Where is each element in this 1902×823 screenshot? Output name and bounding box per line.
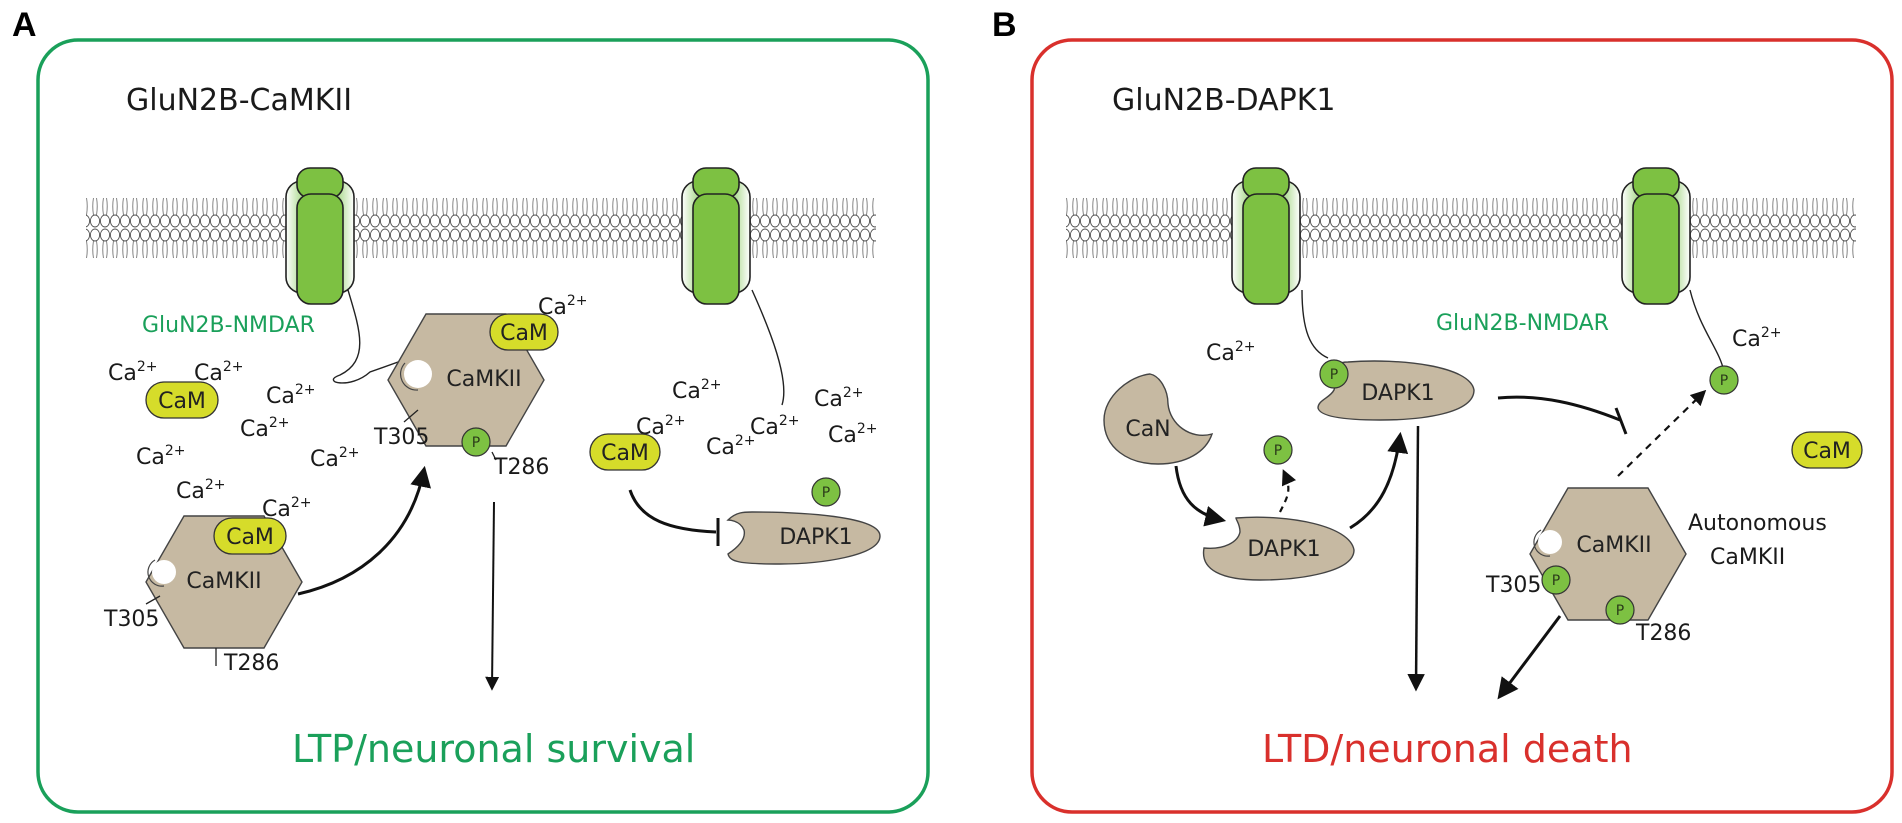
dephospho-arrow xyxy=(1279,469,1297,513)
activation-arrow-a1 xyxy=(297,465,431,596)
dapk1-free-b: DAPK1 xyxy=(1202,516,1355,581)
outcome-label-a: LTP/neuronal survival xyxy=(292,727,695,771)
panel-b: B GluN2B-DAPK1 GluN2B-NMDAR Ca2+ Ca2+ Ca… xyxy=(992,6,1894,814)
svg-text:CaM: CaM xyxy=(601,441,649,466)
svg-text:Ca2+: Ca2+ xyxy=(266,382,315,409)
svg-text:CaM: CaM xyxy=(500,321,548,346)
svg-text:DAPK1: DAPK1 xyxy=(779,525,852,550)
phospho-dapk1-bound-b: P xyxy=(1319,359,1349,389)
nmdar-receptor-b2 xyxy=(1621,167,1691,305)
svg-text:CaMKII: CaMKII xyxy=(1576,533,1651,558)
dapk1-inhibited-a: DAPK1 xyxy=(726,511,881,565)
panel-a-title: GluN2B-CaMKII xyxy=(126,83,352,118)
svg-text:DAPK1: DAPK1 xyxy=(1361,381,1434,406)
svg-text:CaMKII: CaMKII xyxy=(446,367,521,392)
nmdar-receptor-a2 xyxy=(681,167,751,305)
autonomous-label-line1: Autonomous xyxy=(1688,511,1827,536)
svg-text:Ca2+: Ca2+ xyxy=(538,293,587,320)
svg-text:Ca2+: Ca2+ xyxy=(1206,339,1255,366)
camkii-active-a: CaMKII xyxy=(387,313,545,447)
svg-text:P: P xyxy=(472,435,480,451)
phospho-released-b: P xyxy=(1263,435,1293,465)
panel-b-frame xyxy=(1030,38,1894,814)
outcome-label-b: LTD/neuronal death xyxy=(1262,727,1633,771)
inhibition-line-a xyxy=(628,489,717,534)
autonomous-label-line2: CaMKII xyxy=(1710,545,1785,570)
calmodulin-on-camkii-a2: CaM xyxy=(213,517,287,555)
calmodulin-free-a: CaM xyxy=(145,381,219,419)
phospho-t286-a1: P xyxy=(461,427,491,457)
svg-text:CaM: CaM xyxy=(1803,439,1851,464)
camkii-inactive-a: CaMKII xyxy=(145,515,303,649)
svg-text:Ca2+: Ca2+ xyxy=(194,359,243,386)
calcineurin: CaN xyxy=(1103,373,1214,465)
nmdar-receptor-a1 xyxy=(285,167,355,305)
svg-text:Ca2+: Ca2+ xyxy=(672,377,721,404)
svg-text:Ca2+: Ca2+ xyxy=(240,415,289,442)
svg-text:P: P xyxy=(1552,573,1560,589)
nmdar-receptor-b1 xyxy=(1231,167,1301,305)
svg-text:Ca2+: Ca2+ xyxy=(750,413,799,440)
svg-text:DAPK1: DAPK1 xyxy=(1247,537,1320,562)
phospho-t305-b: P xyxy=(1541,565,1571,595)
svg-text:P: P xyxy=(1720,373,1728,389)
site-t305-b: T305 xyxy=(1485,573,1541,598)
site-t286-a2: T286 xyxy=(223,651,279,676)
svg-text:CaN: CaN xyxy=(1125,417,1170,442)
calmodulin-on-camkii-a1: CaM xyxy=(489,313,559,351)
calcium-ions-b: Ca2+ Ca2+ xyxy=(1206,325,1781,366)
can-to-dapk1-arrow xyxy=(1174,465,1227,527)
receptor-tail-b1 xyxy=(1301,289,1329,359)
svg-text:CaM: CaM xyxy=(158,389,206,414)
svg-text:P: P xyxy=(1616,603,1624,619)
svg-text:Ca2+: Ca2+ xyxy=(706,433,755,460)
dapk1-bound-b: DAPK1 xyxy=(1317,360,1475,421)
svg-text:P: P xyxy=(822,485,830,501)
outcome-arrow-b2 xyxy=(1497,615,1562,700)
site-t286-a1: T286 xyxy=(493,455,549,480)
receptor-tail-b2 xyxy=(1689,289,1725,373)
phospho-receptor-tail-b: P xyxy=(1709,365,1739,395)
phospho-t286-b: P xyxy=(1605,595,1635,625)
nmdar-label-a: GluN2B-NMDAR xyxy=(142,313,315,338)
calmodulin-free-a2: CaM xyxy=(589,433,661,471)
svg-text:Ca2+: Ca2+ xyxy=(310,445,359,472)
membrane-bilayer-a xyxy=(86,198,876,274)
svg-text:CaM: CaM xyxy=(226,525,274,550)
nmdar-label-b: GluN2B-NMDAR xyxy=(1436,311,1609,336)
svg-text:Ca2+: Ca2+ xyxy=(828,421,877,448)
dapk1-binding-arrow xyxy=(1349,431,1409,530)
panel-a-frame xyxy=(36,38,930,814)
panel-b-letter: B xyxy=(992,6,1017,44)
svg-text:Ca2+: Ca2+ xyxy=(176,477,225,504)
svg-text:Ca2+: Ca2+ xyxy=(1732,325,1781,352)
site-t286-b: T286 xyxy=(1635,621,1691,646)
site-tick-t305-a1 xyxy=(403,409,419,423)
membrane-bilayer-b xyxy=(1066,198,1856,274)
svg-text:Ca2+: Ca2+ xyxy=(814,385,863,412)
svg-text:P: P xyxy=(1330,367,1338,383)
camkii-phospho-arrow xyxy=(1617,389,1707,477)
inhibition-bar-b xyxy=(1614,407,1628,435)
receptor-tail-a2 xyxy=(751,289,785,406)
svg-text:CaMKII: CaMKII xyxy=(186,569,261,594)
receptor-tail-a1 xyxy=(332,289,413,384)
inhibition-line-b xyxy=(1497,395,1621,422)
panel-b-title: GluN2B-DAPK1 xyxy=(1112,83,1335,118)
phospho-dapk1-a: P xyxy=(811,477,841,507)
panel-a-letter: A xyxy=(12,6,37,44)
camkii-autonomous-b: CaMKII xyxy=(1529,487,1687,621)
outcome-arrow-a xyxy=(485,501,500,691)
svg-text:Ca2+: Ca2+ xyxy=(108,359,157,386)
site-t305-a2: T305 xyxy=(103,607,159,632)
site-t305-a1: T305 xyxy=(373,425,429,450)
svg-text:P: P xyxy=(1274,443,1282,459)
outcome-arrow-b1 xyxy=(1407,425,1425,692)
svg-text:Ca2+: Ca2+ xyxy=(136,443,185,470)
panel-a: A GluN2B-CaMKII GluN2B-NMDAR Ca2+ Ca2+ C… xyxy=(12,6,930,814)
calmodulin-free-b: CaM xyxy=(1791,431,1863,469)
